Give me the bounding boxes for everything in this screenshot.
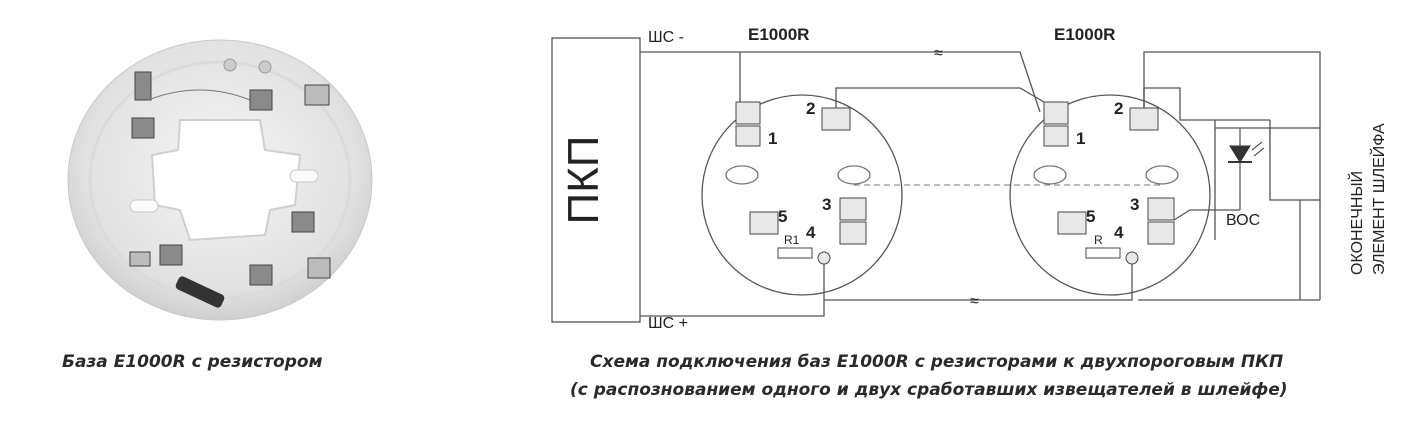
photo-caption: База E1000R с резистором [62, 352, 323, 372]
b2-terminal-4: 4 [1114, 223, 1124, 242]
base2-terminals [1043, 101, 1175, 265]
resistor-photo [175, 276, 225, 308]
base2-title: E1000R [1054, 25, 1115, 44]
base2-outline [1009, 94, 1211, 296]
end-element-label-1: ОКОНЕЧНЫЙ [1347, 171, 1366, 275]
led-label: ВОС [1226, 212, 1260, 229]
b1-terminal-4: 4 [806, 223, 816, 242]
base-center-opening [150, 119, 302, 242]
loop-wires [640, 51, 1321, 317]
loop-plus-label: ШС + [648, 315, 688, 332]
base1-outline [701, 94, 903, 296]
b2-terminal-1: 1 [1076, 129, 1085, 148]
base-photo [67, 39, 373, 321]
panel-box [551, 37, 641, 323]
break-mark-top: ≈ [934, 45, 943, 62]
end-element-label-2: ЭЛЕМЕНТ ШЛЕЙФА [1369, 123, 1388, 275]
terminal-screws [129, 71, 331, 286]
base1-title: E1000R [748, 25, 809, 44]
b1-terminal-5: 5 [778, 207, 787, 226]
break-mark-bottom: ≈ [970, 293, 979, 310]
led-symbol [1228, 128, 1265, 190]
loop-minus-label: ШС - [648, 29, 684, 46]
b2-terminal-5: 5 [1086, 207, 1095, 226]
resistor1-label: R1 [784, 233, 800, 247]
resistor1-symbol [777, 247, 813, 259]
end-element-box [1269, 127, 1321, 201]
diagram-caption-line1: Схема подключения баз E1000R с резистора… [590, 352, 1284, 372]
b2-terminal-2: 2 [1114, 99, 1123, 118]
b1-terminal-2: 2 [806, 99, 815, 118]
resistor2-symbol [1085, 247, 1121, 259]
resistor2-label: R [1094, 233, 1103, 247]
wiring-diagram: ПКП ШС - ШС + E1000R E1000R 1 2 3 4 5 R1… [551, 25, 1388, 332]
b1-terminal-3: 3 [822, 195, 831, 214]
panel-label: ПКП [559, 136, 608, 225]
b2-terminal-3: 3 [1130, 195, 1139, 214]
b1-terminal-1: 1 [768, 129, 777, 148]
base1-terminals [735, 101, 867, 265]
diagram-caption-line2: (с распознованием одного и двух сработав… [570, 380, 1288, 400]
